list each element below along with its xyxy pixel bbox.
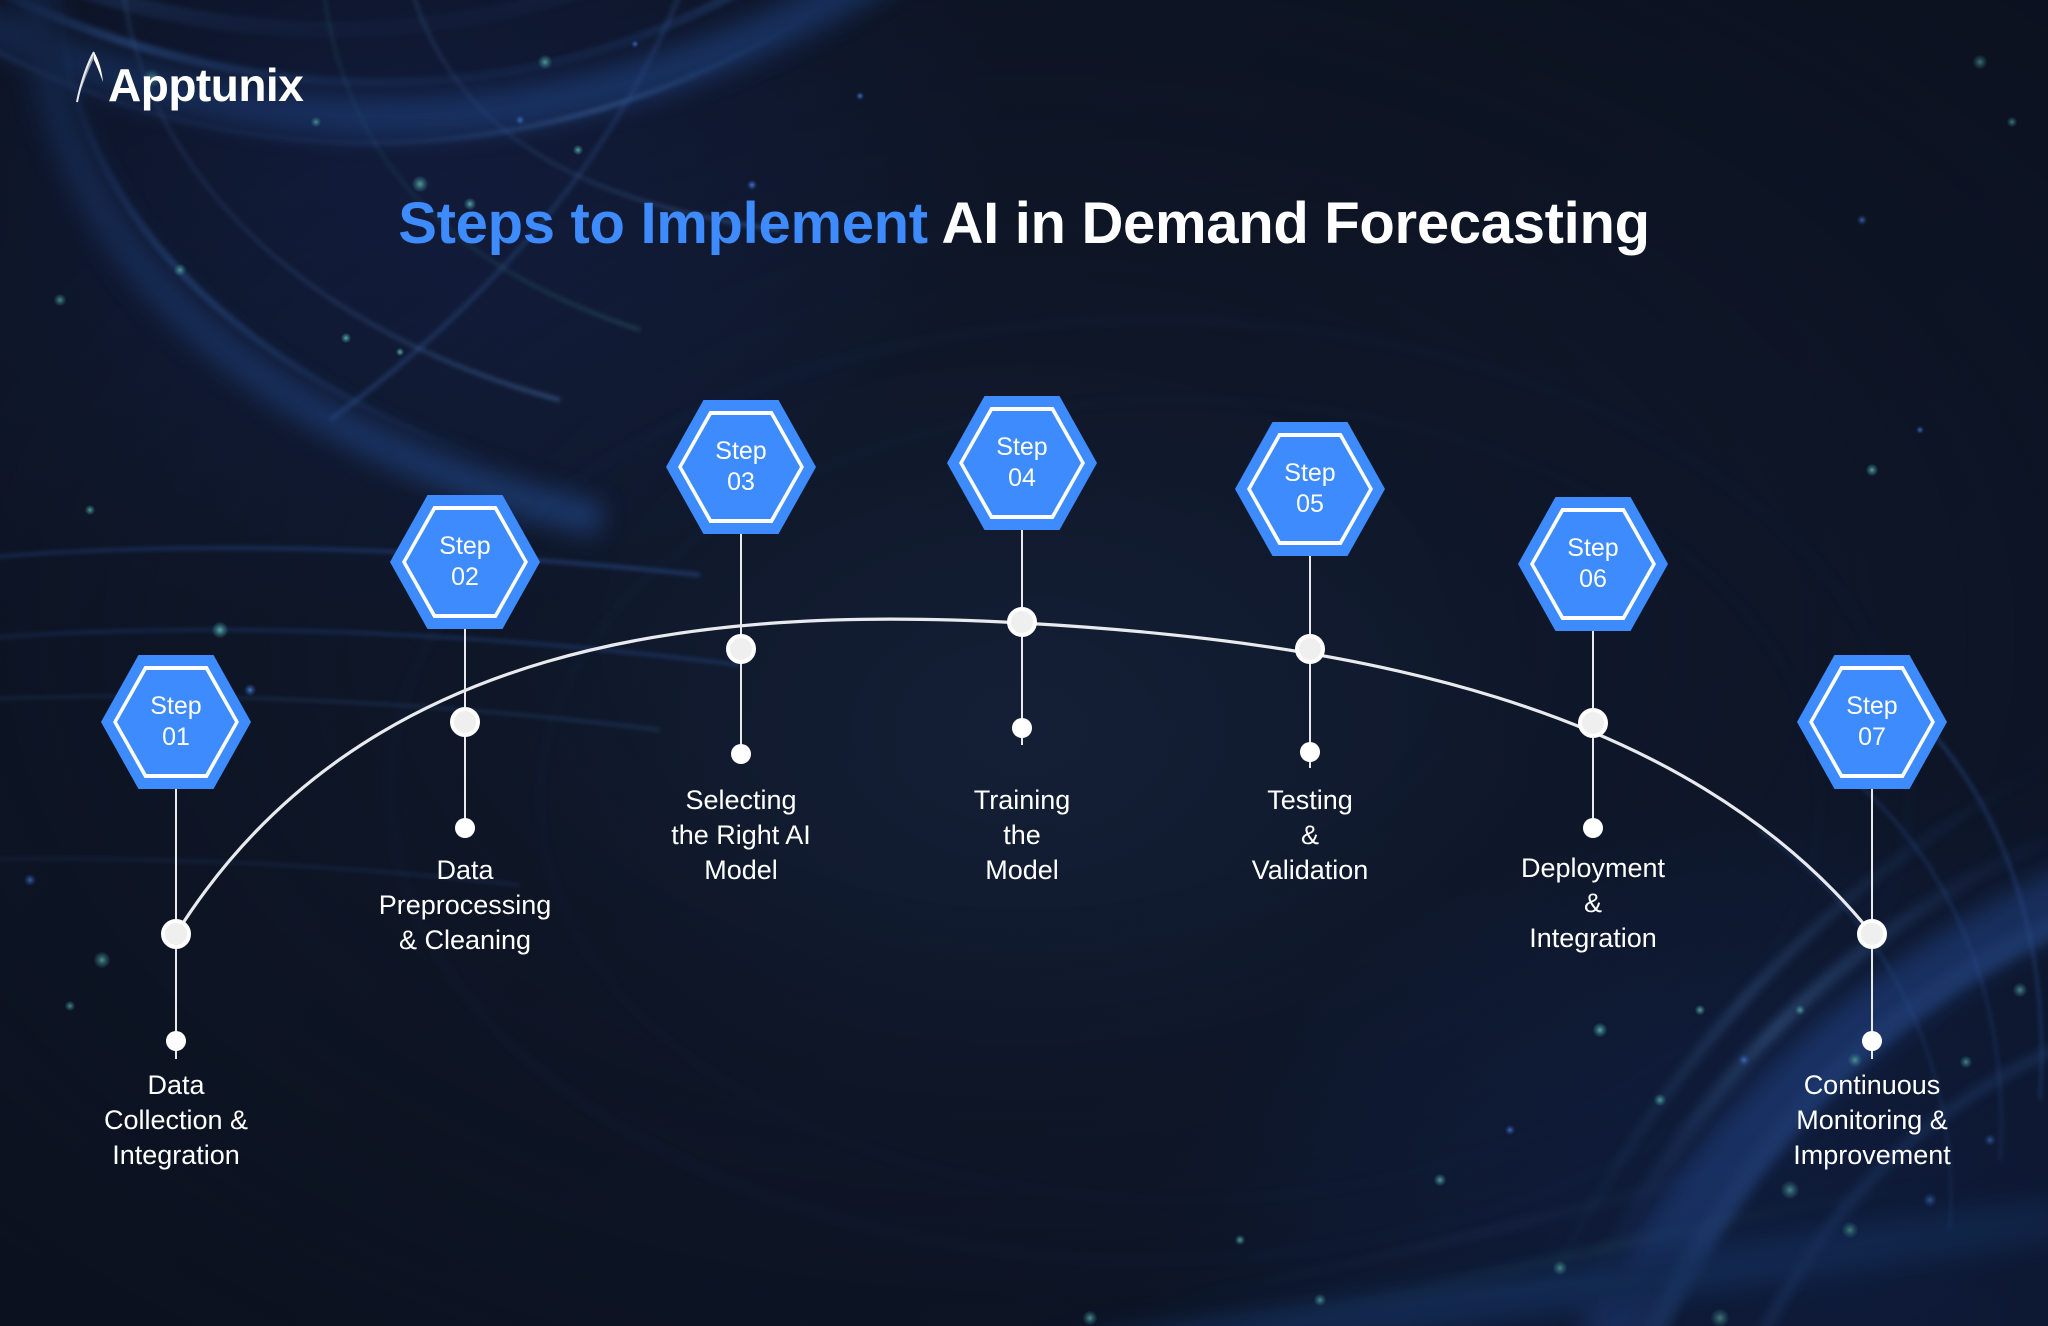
step-badge-outline-6: Step 06 — [1530, 508, 1656, 620]
step-label-5: Testing & Validation — [1251, 785, 1369, 885]
step-badge-number-1: 01 — [162, 723, 190, 751]
step-label-3: Selecting the Right AI Model — [671, 785, 811, 885]
step-badge-core-3: Step 03 — [682, 415, 800, 519]
step-node-7 — [1857, 919, 1887, 949]
step-badge-outline-1: Step 01 — [113, 666, 239, 778]
step-tip-dot-6 — [1583, 818, 1603, 838]
step-tip-dot-5 — [1300, 742, 1320, 762]
step-badge-outline-7: Step 07 — [1809, 666, 1935, 778]
step-node-2 — [450, 707, 480, 737]
step-badge-outline-4: Step 04 — [959, 407, 1085, 519]
step-badge-word-6: Step — [1567, 533, 1619, 562]
step-badge-outline-5: Step 05 — [1247, 433, 1373, 545]
step-badge-word-2: Step — [439, 531, 491, 560]
step-badge-3[interactable]: Step 03 — [666, 400, 816, 534]
step-badge-number-6: 06 — [1579, 565, 1607, 593]
step-badge-number-3: 03 — [727, 468, 755, 496]
step-badge-4[interactable]: Step 04 — [947, 396, 1097, 530]
step-node-6 — [1578, 708, 1608, 738]
step-label-4: Training the Model — [973, 785, 1071, 885]
step-label-7: Continuous Monitoring & Improvement — [1793, 1070, 1951, 1170]
step-label-2: Data Preprocessing & Cleaning — [378, 855, 552, 955]
step-badge-core-1: Step 01 — [117, 670, 235, 774]
step-label-1: Data Collection & Integration — [103, 1070, 249, 1170]
step-badge-number-2: 02 — [451, 563, 479, 591]
step-badge-core-6: Step 06 — [1534, 512, 1652, 616]
brand-name: Apptunix — [108, 59, 304, 111]
step-badge-outline-2: Step 02 — [402, 506, 528, 618]
step-stem-4 — [1021, 530, 1023, 745]
page-title-plain: AI in Demand Forecasting — [927, 191, 1650, 256]
step-badge-core-2: Step 02 — [406, 510, 524, 614]
step-badge-word-3: Step — [715, 436, 767, 465]
step-badge-word-4: Step — [996, 432, 1048, 461]
step-badge-word-5: Step — [1284, 458, 1336, 487]
step-badge-core-4: Step 04 — [963, 411, 1081, 515]
step-badge-number-7: 07 — [1858, 723, 1886, 751]
step-tip-dot-7 — [1862, 1031, 1882, 1051]
step-tip-dot-3 — [731, 744, 751, 764]
step-node-4 — [1007, 607, 1037, 637]
page-title: Steps to Implement AI in Demand Forecast… — [0, 192, 2048, 256]
step-node-5 — [1295, 634, 1325, 664]
step-badge-outline-3: Step 03 — [678, 411, 804, 523]
step-node-3 — [726, 634, 756, 664]
step-tip-dot-1 — [166, 1031, 186, 1051]
step-label-6: Deployment & Integration — [1520, 853, 1666, 953]
step-badge-number-4: 04 — [1008, 464, 1036, 492]
step-badge-word-7: Step — [1846, 691, 1898, 720]
brand-logo[interactable]: Apptunix — [72, 46, 304, 111]
step-badge-core-5: Step 05 — [1251, 437, 1369, 541]
step-tip-dot-2 — [455, 818, 475, 838]
step-badge-core-7: Step 07 — [1813, 670, 1931, 774]
step-node-1 — [161, 919, 191, 949]
apptunix-logo-icon — [72, 46, 112, 108]
step-badge-word-1: Step — [150, 691, 202, 720]
step-badge-number-5: 05 — [1296, 490, 1324, 518]
page-title-accent: Steps to Implement — [398, 191, 928, 256]
step-tip-dot-4 — [1012, 718, 1032, 738]
